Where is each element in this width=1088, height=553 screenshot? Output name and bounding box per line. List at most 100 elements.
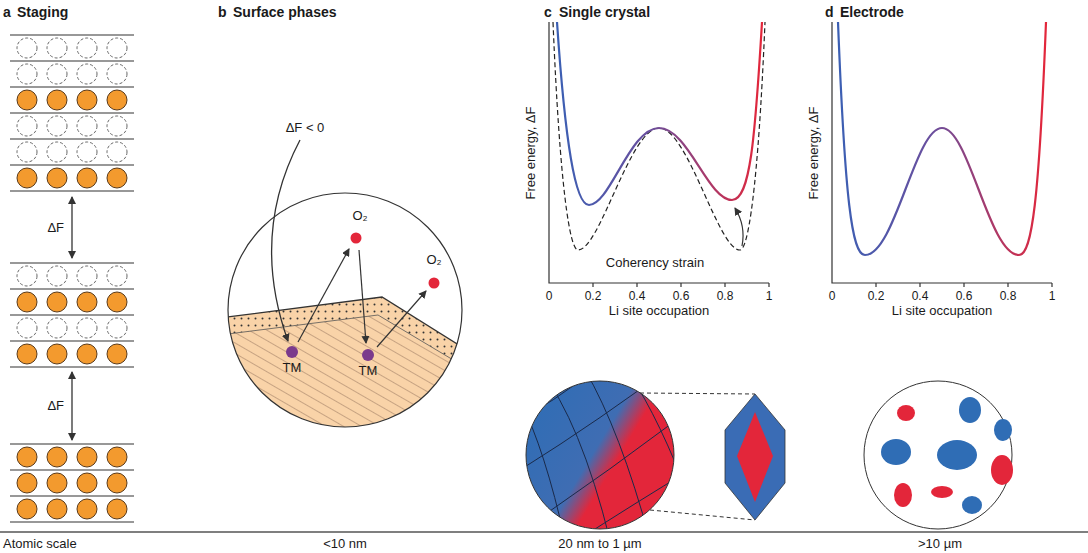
tick-label: 0.8 [1000,289,1017,303]
lithium-site-empty [47,318,67,338]
lithium-site-empty [17,142,37,162]
lithium-site-empty [77,38,97,58]
lithium-site-empty [17,318,37,338]
core-shell-core [737,412,773,502]
layer-line [10,521,134,522]
layer-line [10,443,134,444]
panel-letter: c [544,4,552,20]
lithium-site-empty [47,64,67,84]
lithium-site-filled [47,447,67,467]
tick-label: 0 [546,289,553,303]
panel-letter: d [825,4,834,20]
energy-arrow [71,372,72,440]
lithium-site-empty [107,64,127,84]
free-energy-curve [838,22,1046,255]
tm-atom [362,349,374,361]
layer-line [10,469,134,470]
lithium-site-filled [77,292,97,312]
panel-title: Surface phases [233,4,337,20]
lithium-site-empty [107,116,127,136]
lithium-site-empty [77,64,97,84]
tick-label: 0.6 [956,289,973,303]
lithium-site-filled [77,499,97,519]
reaction-arrow [359,250,366,343]
plot-axes [549,22,769,287]
molecule-label: O₂ [352,208,367,223]
layer-line [10,164,134,165]
axis-title: Free energy, ΔF [523,107,538,200]
energy-label: ΔF [47,398,64,413]
atom-label: TM [359,363,378,378]
panel-title: Single crystal [559,4,650,20]
circle-outline [227,192,463,428]
oxygen-molecule [351,233,362,244]
lithium-site-filled [107,473,127,493]
energy-label: ΔF < 0 [286,120,325,135]
scale-label: 20 nm to 1 µm [558,536,641,551]
lithium-site-filled [17,168,37,188]
lithium-site-filled [47,473,67,493]
layer-line [10,314,134,315]
lithium-site-empty [17,64,37,84]
lithium-site-filled [107,168,127,188]
tick-label: 0.4 [629,289,646,303]
lithium-site-empty [17,266,37,286]
layer-line [10,112,134,113]
free-energy-curve [557,22,762,205]
plot-axes [832,22,1052,287]
lithium-site-filled [47,168,67,188]
reaction-arrow [272,140,300,341]
core-shell-particle [725,394,785,520]
strain-free-curve [553,22,765,250]
lithium-site-filled [17,90,37,110]
scale-label: Atomic scale [3,536,77,551]
axis-title: Free energy, ΔF [806,107,821,200]
scale-axis [0,531,1088,533]
lithium-site-filled [107,447,127,467]
lithium-site-empty [47,142,67,162]
annotation: Coherency strain [606,255,704,270]
energy-arrow [71,197,72,258]
staging-stacks [10,35,134,522]
tm-atom [286,346,298,358]
lithium-site-filled [47,292,67,312]
lithium-site-empty [107,38,127,58]
zoom-line [640,393,755,394]
zoom-line [650,510,755,520]
tick-label: 0.6 [673,289,690,303]
lithium-site-filled [107,90,127,110]
particle-circle: TMTMO₂O₂ [227,192,463,428]
energy-label: ΔF [47,220,64,235]
electrode-particles [864,381,1013,529]
lithium-site-filled [17,447,37,467]
layer-line [10,60,134,61]
panel-title: Electrode [840,4,904,20]
particle-surface [220,297,470,440]
lithium-site-filled [47,499,67,519]
lithium-site-empty [77,318,97,338]
lithium-site-empty [77,116,97,136]
lithium-site-empty [47,116,67,136]
reaction-arrow [298,249,349,342]
lithium-site-filled [77,344,97,364]
molecule-label: O₂ [426,252,441,267]
tick-label: 1 [1049,289,1056,303]
layer-line [10,366,134,367]
lithium-site-filled [17,344,37,364]
oxygen-molecule [429,278,440,289]
lithium-site-filled [17,473,37,493]
layer-line [10,86,134,87]
lithium-site-filled [77,447,97,467]
lithium-site-filled [77,168,97,188]
strain-arrow [735,208,743,246]
lithium-site-filled [77,473,97,493]
lithium-site-empty [107,142,127,162]
layer-line [10,34,134,35]
lithium-site-empty [17,116,37,136]
tick-label: 0 [829,289,836,303]
lithium-site-empty [77,266,97,286]
lithium-site-filled [107,344,127,364]
layer-line [10,190,134,191]
axis-title: Li site occupation [892,303,992,318]
